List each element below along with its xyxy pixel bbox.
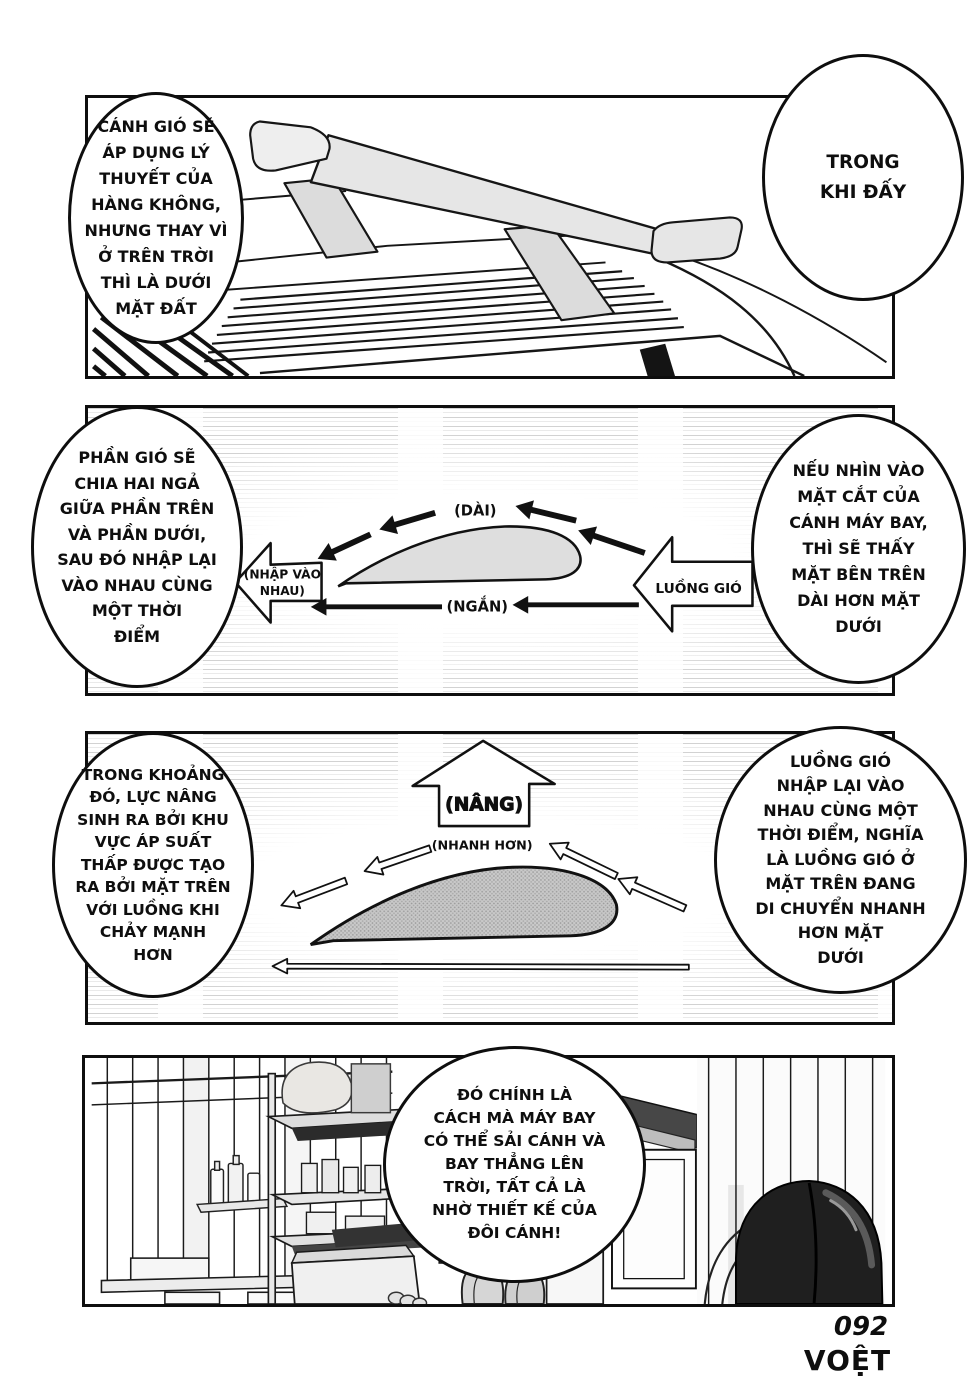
bubble-text-line: THẤP ĐƯỢC TẠO	[80, 855, 226, 874]
bubble-text-line: VÀ PHẦN DƯỚI,	[67, 524, 207, 544]
tire	[734, 1180, 884, 1304]
fast-flow-arrow-right-upper	[548, 841, 619, 880]
bubble-text-line: NHAU CÙNG MỘT	[763, 800, 918, 820]
bubble-text-line: HƠN	[133, 945, 173, 964]
page-number: 092	[833, 1312, 889, 1342]
bubble-text-line: VỚI LUỒNG KHI	[86, 900, 220, 919]
body-shadow	[639, 343, 676, 376]
airfoil-diagram: (DÀI) (NGẮN) (NHẬP VÀO NHAU) LUỒNG GIÓ	[234, 500, 754, 633]
bubble-text-line: SINH RA BỞI KHU	[77, 810, 229, 829]
bubble-text-line: CÁNH GIÓ SẼ	[97, 117, 215, 136]
lower-flow-arrow-2	[310, 598, 443, 616]
hand-fingers	[387, 1291, 428, 1304]
panel-spoiler-scene	[85, 95, 895, 379]
speech-bubble-p3-right: LUỒNG GIÓ NHẬP LẠI VÀO NHAU CÙNG MỘT THỜI Đ…	[714, 726, 967, 994]
bubble-text-line: ĐÓ CHÍNH LÀ	[457, 1086, 572, 1104]
bubble-text-line: CHẢY MẠNH	[99, 923, 207, 942]
bubble-text-line: LUỒNG GIÓ	[790, 751, 891, 771]
bubble-text-line: DƯỚI	[817, 947, 864, 967]
bubble-text-line: DI CHUYỂN NHANH	[755, 898, 926, 918]
bubble-text-line: ĐÔI CÁNH!	[467, 1224, 562, 1242]
bubble-text-line: MẶT TRÊN ĐANG	[765, 874, 916, 894]
lift-diagram: (NÂNG) (NHANH HƠN)	[271, 739, 690, 975]
bubble-text-line: VỰC ÁP SUẤT	[94, 833, 212, 852]
bubble-text-line: NHỜ THIẾT KẾ CỦA	[432, 1201, 597, 1219]
bubble-text-line: PHẦN GIÓ SẼ	[78, 448, 196, 467]
bubble-text-line: RA BỞI MẶT TRÊN	[75, 878, 231, 897]
bubble-text-line: BAY THẲNG LÊN	[444, 1155, 584, 1173]
bubble-text-line: THUYẾT CỦA	[99, 169, 213, 188]
wind-block-arrow	[632, 536, 754, 633]
label-long-path: (DÀI)	[454, 502, 496, 520]
bubble-text-line: NHƯNG THAY VÌ	[84, 221, 228, 240]
bubble-text-line: GIỮA PHẦN TRÊN	[59, 499, 215, 518]
bubble-text-line: DÀI HƠN MẶT	[797, 591, 920, 610]
bubble-text-line: LÀ LUỒNG GIÓ Ở	[766, 849, 915, 869]
wing-endplate-right	[650, 216, 743, 264]
bubble-text-line: HÀNG KHÔNG,	[91, 195, 221, 214]
lower-flow-arrow-1	[512, 596, 639, 614]
speech-bubble-p4: ĐÓ CHÍNH LÀ CÁCH MÀ MÁY BAY CÓ THỂ SẢI CÁN…	[383, 1046, 646, 1283]
spoiler-wing	[249, 120, 743, 264]
bubble-text-line: TRONG KHOẢNG	[81, 765, 225, 784]
bubble-text-line: NHẬP LẠI VÀO	[776, 776, 905, 796]
bubble-text-line: NẾU NHÌN VÀO	[792, 461, 925, 480]
fast-flow-arrow-left-lower	[280, 876, 349, 910]
speech-bubble-p2-left: PHẦN GIÓ SẼ CHIA HAI NGẢ GIỮA PHẦN TRÊN VÀ …	[31, 406, 243, 688]
bubble-text-line: CÁCH MÀ MÁY BAY	[433, 1109, 596, 1127]
bubble-text-line: KHI ĐẤY	[819, 181, 907, 203]
label-merge-line2: NHAU)	[260, 584, 305, 598]
translator-signature: VOỆT	[803, 1344, 892, 1377]
speech-bubble-p2-right: NẾU NHÌN VÀO MẶT CẮT CỦA CÁNH MÁY BAY, THÌ …	[751, 414, 966, 684]
upper-flow-arrow-4	[317, 531, 372, 561]
bubble-text-line: Ở TRÊN TRỜI	[98, 247, 214, 266]
wing-endplate-left	[249, 120, 331, 172]
bubble-text-line: MẶT ĐẤT	[115, 299, 197, 318]
speech-bubble-p1-left: CÁNH GIÓ SẼ ÁP DỤNG LÝ THUYẾT CỦA HÀNG KHÔN…	[68, 92, 244, 344]
bubble-text-line: HƠN MẶT	[797, 923, 884, 943]
hanging-cloth	[281, 1061, 353, 1114]
bubble-text-line: ĐÓ, LỰC NÂNG	[89, 788, 217, 807]
label-short-path: (NGẮN)	[447, 597, 508, 616]
bubble-text-line: MẶT CẮT CỦA	[797, 487, 920, 506]
bubble-text-line: CÁNH MÁY BAY,	[789, 513, 928, 532]
bubble-text-line: VÀO NHAU CÙNG	[61, 575, 213, 595]
bubble-text-line: CÓ THỂ SẢI CÁNH VÀ	[423, 1132, 606, 1150]
speech-bubble-p1-right: TRONG KHI ĐẤY	[762, 54, 964, 301]
bubble-text-line: MỘT THỜI	[91, 601, 183, 620]
bubble-text-line: DƯỚI	[835, 617, 882, 636]
speech-bubble-p3-left: TRONG KHOẢNG ĐÓ, LỰC NÂNG SINH RA BỞI KHU V…	[52, 732, 254, 998]
spoiler-drawing	[91, 120, 888, 376]
bubble-text-line: THÌ SẼ THẤY	[802, 539, 915, 558]
bubble-text-line: SAU ĐÓ NHẬP LẠI	[57, 550, 217, 569]
label-faster: (NHANH HƠN)	[432, 839, 533, 854]
hanging-gray-item	[350, 1063, 392, 1114]
upper-flow-arrow-2	[515, 500, 577, 524]
fast-flow-arrow-left-upper	[363, 844, 433, 876]
label-wind-flow: LUỒNG GIÓ	[655, 578, 742, 597]
airfoil-cross-section	[337, 525, 582, 588]
airfoil-cross-section-shaded	[309, 865, 619, 947]
bubble-text-line: CHIA HAI NGẢ	[74, 473, 200, 493]
label-merge-line1: (NHẬP VÀO	[244, 566, 321, 581]
label-lift: (NÂNG)	[445, 792, 523, 815]
bubble-text-line: ĐIỂM	[113, 626, 161, 646]
lift-block-arrow	[411, 739, 556, 828]
bubble-text-line: MẶT BÊN TRÊN	[791, 565, 926, 584]
upper-flow-arrow-1	[578, 526, 646, 556]
bubble-text-line: ÁP DỤNG LÝ	[102, 143, 210, 162]
slow-flow-arrow-bottom	[271, 957, 690, 975]
fast-flow-arrow-right-lower	[617, 876, 688, 913]
bubble-text-line: TRONG	[826, 151, 900, 173]
bubble-text-line: TRỜI, TẤT CẢ LÀ	[443, 1178, 586, 1196]
bubble-text-line: THỜI ĐIỂM, NGHĨA	[757, 825, 924, 845]
bubble-text-line: THÌ LÀ DƯỚI	[100, 273, 212, 292]
upper-flow-arrow-3	[379, 509, 437, 535]
merge-block-arrow	[234, 541, 323, 624]
wall-shelf-bottles	[195, 1154, 289, 1214]
